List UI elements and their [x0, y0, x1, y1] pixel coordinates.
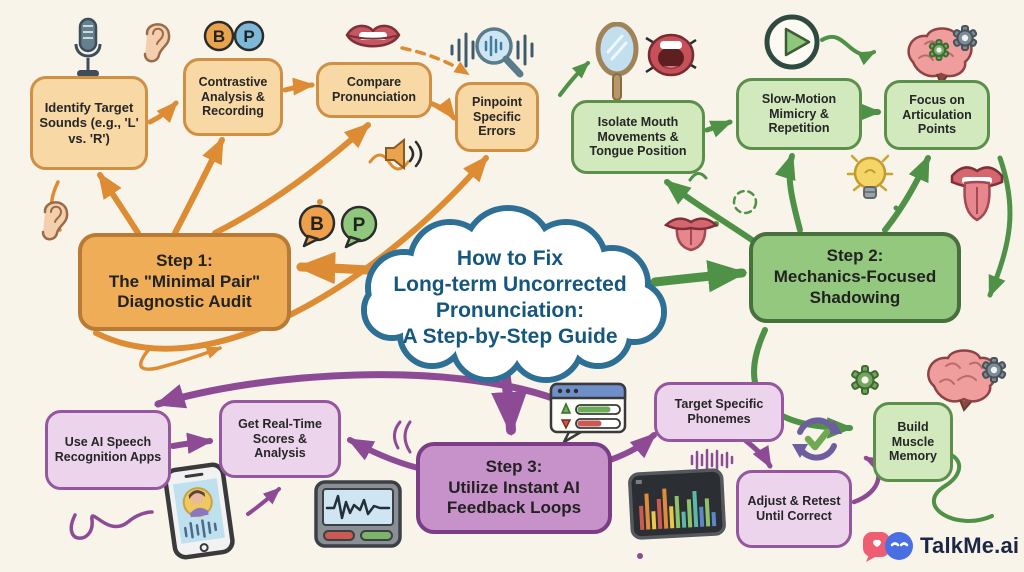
node-identify-target-sounds: Identify Target Sounds (e.g., 'L' vs. 'R…	[30, 76, 148, 170]
logo-text: TalkMe.ai	[920, 533, 1020, 558]
step2-heading: Step 2:	[826, 246, 884, 266]
brain-gears-icon-bottom	[918, 344, 1010, 414]
logo-blue-bubble-icon	[885, 532, 913, 560]
step3-heading: Step 3:	[485, 456, 543, 476]
arrow-step2-to-isolate	[664, 179, 755, 243]
node-pinpoint-errors: Pinpoint Specific Errors	[455, 82, 539, 152]
step1-box: Step 1: The "Minimal Pair" Diagnostic Au…	[78, 233, 291, 331]
speaker-icon	[384, 136, 426, 172]
decor-dot	[637, 553, 643, 559]
step1-name: The "Minimal Pair" Diagnostic Audit	[108, 271, 261, 312]
arrow-play-to-brain	[820, 35, 877, 66]
node-use-ai-apps: Use AI Speech Recognition Apps	[45, 410, 171, 490]
title-line-1: How to Fix	[456, 246, 564, 270]
title-line-4: A Step-by-Step Guide	[402, 325, 618, 349]
waveform-magnifier-icon	[448, 22, 538, 82]
node-contrastive-analysis: Contrastive Analysis & Recording	[183, 58, 283, 136]
b-p-pair-icon: B P	[203, 14, 265, 58]
microphone-icon	[70, 16, 106, 84]
phone-speech-app-icon	[157, 459, 241, 562]
decor-tick	[688, 172, 708, 182]
node-slow-motion-mimicry: Slow-Motion Mimicry & Repetition	[736, 78, 862, 150]
arrow-lips-to-pinpoint-dashed	[400, 46, 470, 76]
arrow-focus-down-right	[987, 155, 1013, 298]
node-adjust-retest: Adjust & Retest Until Correct	[736, 470, 852, 548]
node-realtime-scores: Get Real-Time Scores & Analysis	[219, 400, 341, 478]
arrow-identify-to-contrastive	[147, 100, 179, 125]
arrow-step1-to-identify	[97, 172, 141, 236]
svg-text:P: P	[353, 215, 366, 236]
talkme-logo: TalkMe.ai	[862, 528, 1019, 564]
brain-gears-icon	[901, 22, 981, 92]
step2-box: Step 2: Mechanics-Focused Shadowing	[749, 232, 961, 323]
arrow-isolate-to-slowmotion	[704, 119, 733, 138]
tongue-icon	[662, 212, 720, 256]
arrow-step2-to-slowmotion	[774, 152, 803, 233]
logo-pink-bubble-icon	[863, 532, 890, 562]
node-isolate-mouth: Isolate Mouth Movements & Tongue Positio…	[571, 100, 705, 174]
decor-dot	[893, 205, 899, 211]
lips-icon	[343, 16, 403, 58]
arrow-cloud-to-step2	[650, 260, 748, 293]
speech-bubble-p-icon: P	[338, 204, 380, 250]
svg-text:P: P	[243, 27, 254, 46]
arrow-useai-to-scores	[170, 432, 214, 455]
talkme-logo-bubbles	[863, 532, 913, 562]
arrow-step1-to-compare	[212, 122, 371, 236]
decor-mini-waveform-purple	[690, 448, 734, 472]
score-report-icon	[549, 382, 629, 444]
mouth-tongue-icon-right	[950, 160, 1004, 230]
ear-icon	[138, 18, 174, 68]
decor-dot	[317, 199, 323, 205]
arrow-step3-to-target	[607, 432, 657, 463]
arrow-decor-to-mirror	[558, 61, 590, 97]
svg-text:B: B	[310, 214, 324, 235]
bar-chart-screen-icon	[627, 468, 726, 541]
node-compare-pronunciation: Compare Pronunciation	[316, 62, 432, 118]
main-title: How to Fix Long-term Uncorrected Pronunc…	[382, 240, 638, 356]
node-target-phonemes: Target Specific Phonemes	[654, 382, 784, 442]
ear-icon-left	[36, 196, 72, 246]
step3-name: Utilize Instant AI Feedback Loops	[446, 477, 582, 518]
title-line-2: Long-term Uncorrected	[393, 272, 627, 296]
arrow-sweep-to-useai	[153, 371, 562, 409]
sync-check-icon	[788, 410, 846, 468]
title-line-3: Pronunciation:	[435, 299, 585, 322]
node-focus-articulation: Focus on Articulation Points	[884, 80, 990, 150]
arrow-contrastive-to-compare	[282, 77, 315, 96]
arrow-cloud-to-step1	[295, 251, 373, 285]
decor-dashed-circle	[732, 189, 758, 215]
decor-squiggle-under-step1	[139, 346, 222, 371]
arrow-cloud-to-step3	[491, 365, 528, 436]
cloud-shape	[361, 205, 667, 383]
arrow-step1-to-contrastive	[172, 136, 225, 236]
waveform-monitor-icon	[314, 480, 402, 550]
decor-signature-squiggle	[69, 510, 154, 540]
arrow-adjust-loop	[851, 455, 885, 505]
step2-name: Mechanics-Focused Shadowing	[773, 267, 937, 307]
decor-arc	[393, 420, 402, 450]
gear-icon-green	[846, 362, 884, 398]
step3-box: Step 3: Utilize Instant AI Feedback Loop…	[416, 442, 612, 534]
step2-arrows	[558, 35, 1013, 523]
arrow-phone-to-scores	[246, 487, 281, 516]
step1-heading: Step 1:	[156, 250, 213, 270]
speech-bubble-b-icon: B	[296, 203, 338, 249]
arrow-step3-to-scores	[346, 437, 421, 471]
arrow-step2-to-focus	[882, 154, 931, 233]
mirror-icon	[594, 21, 640, 104]
arrow-target-to-adjust	[742, 437, 773, 469]
play-icon	[763, 12, 821, 72]
decor-arc	[403, 420, 412, 454]
arrow-compare-to-pinpoint	[427, 97, 457, 121]
lightbulb-icon	[846, 148, 894, 212]
svg-text:B: B	[213, 27, 225, 46]
open-mouth-crossed-icon	[642, 26, 700, 84]
node-build-muscle-memory: Build Muscle Memory	[873, 402, 953, 482]
